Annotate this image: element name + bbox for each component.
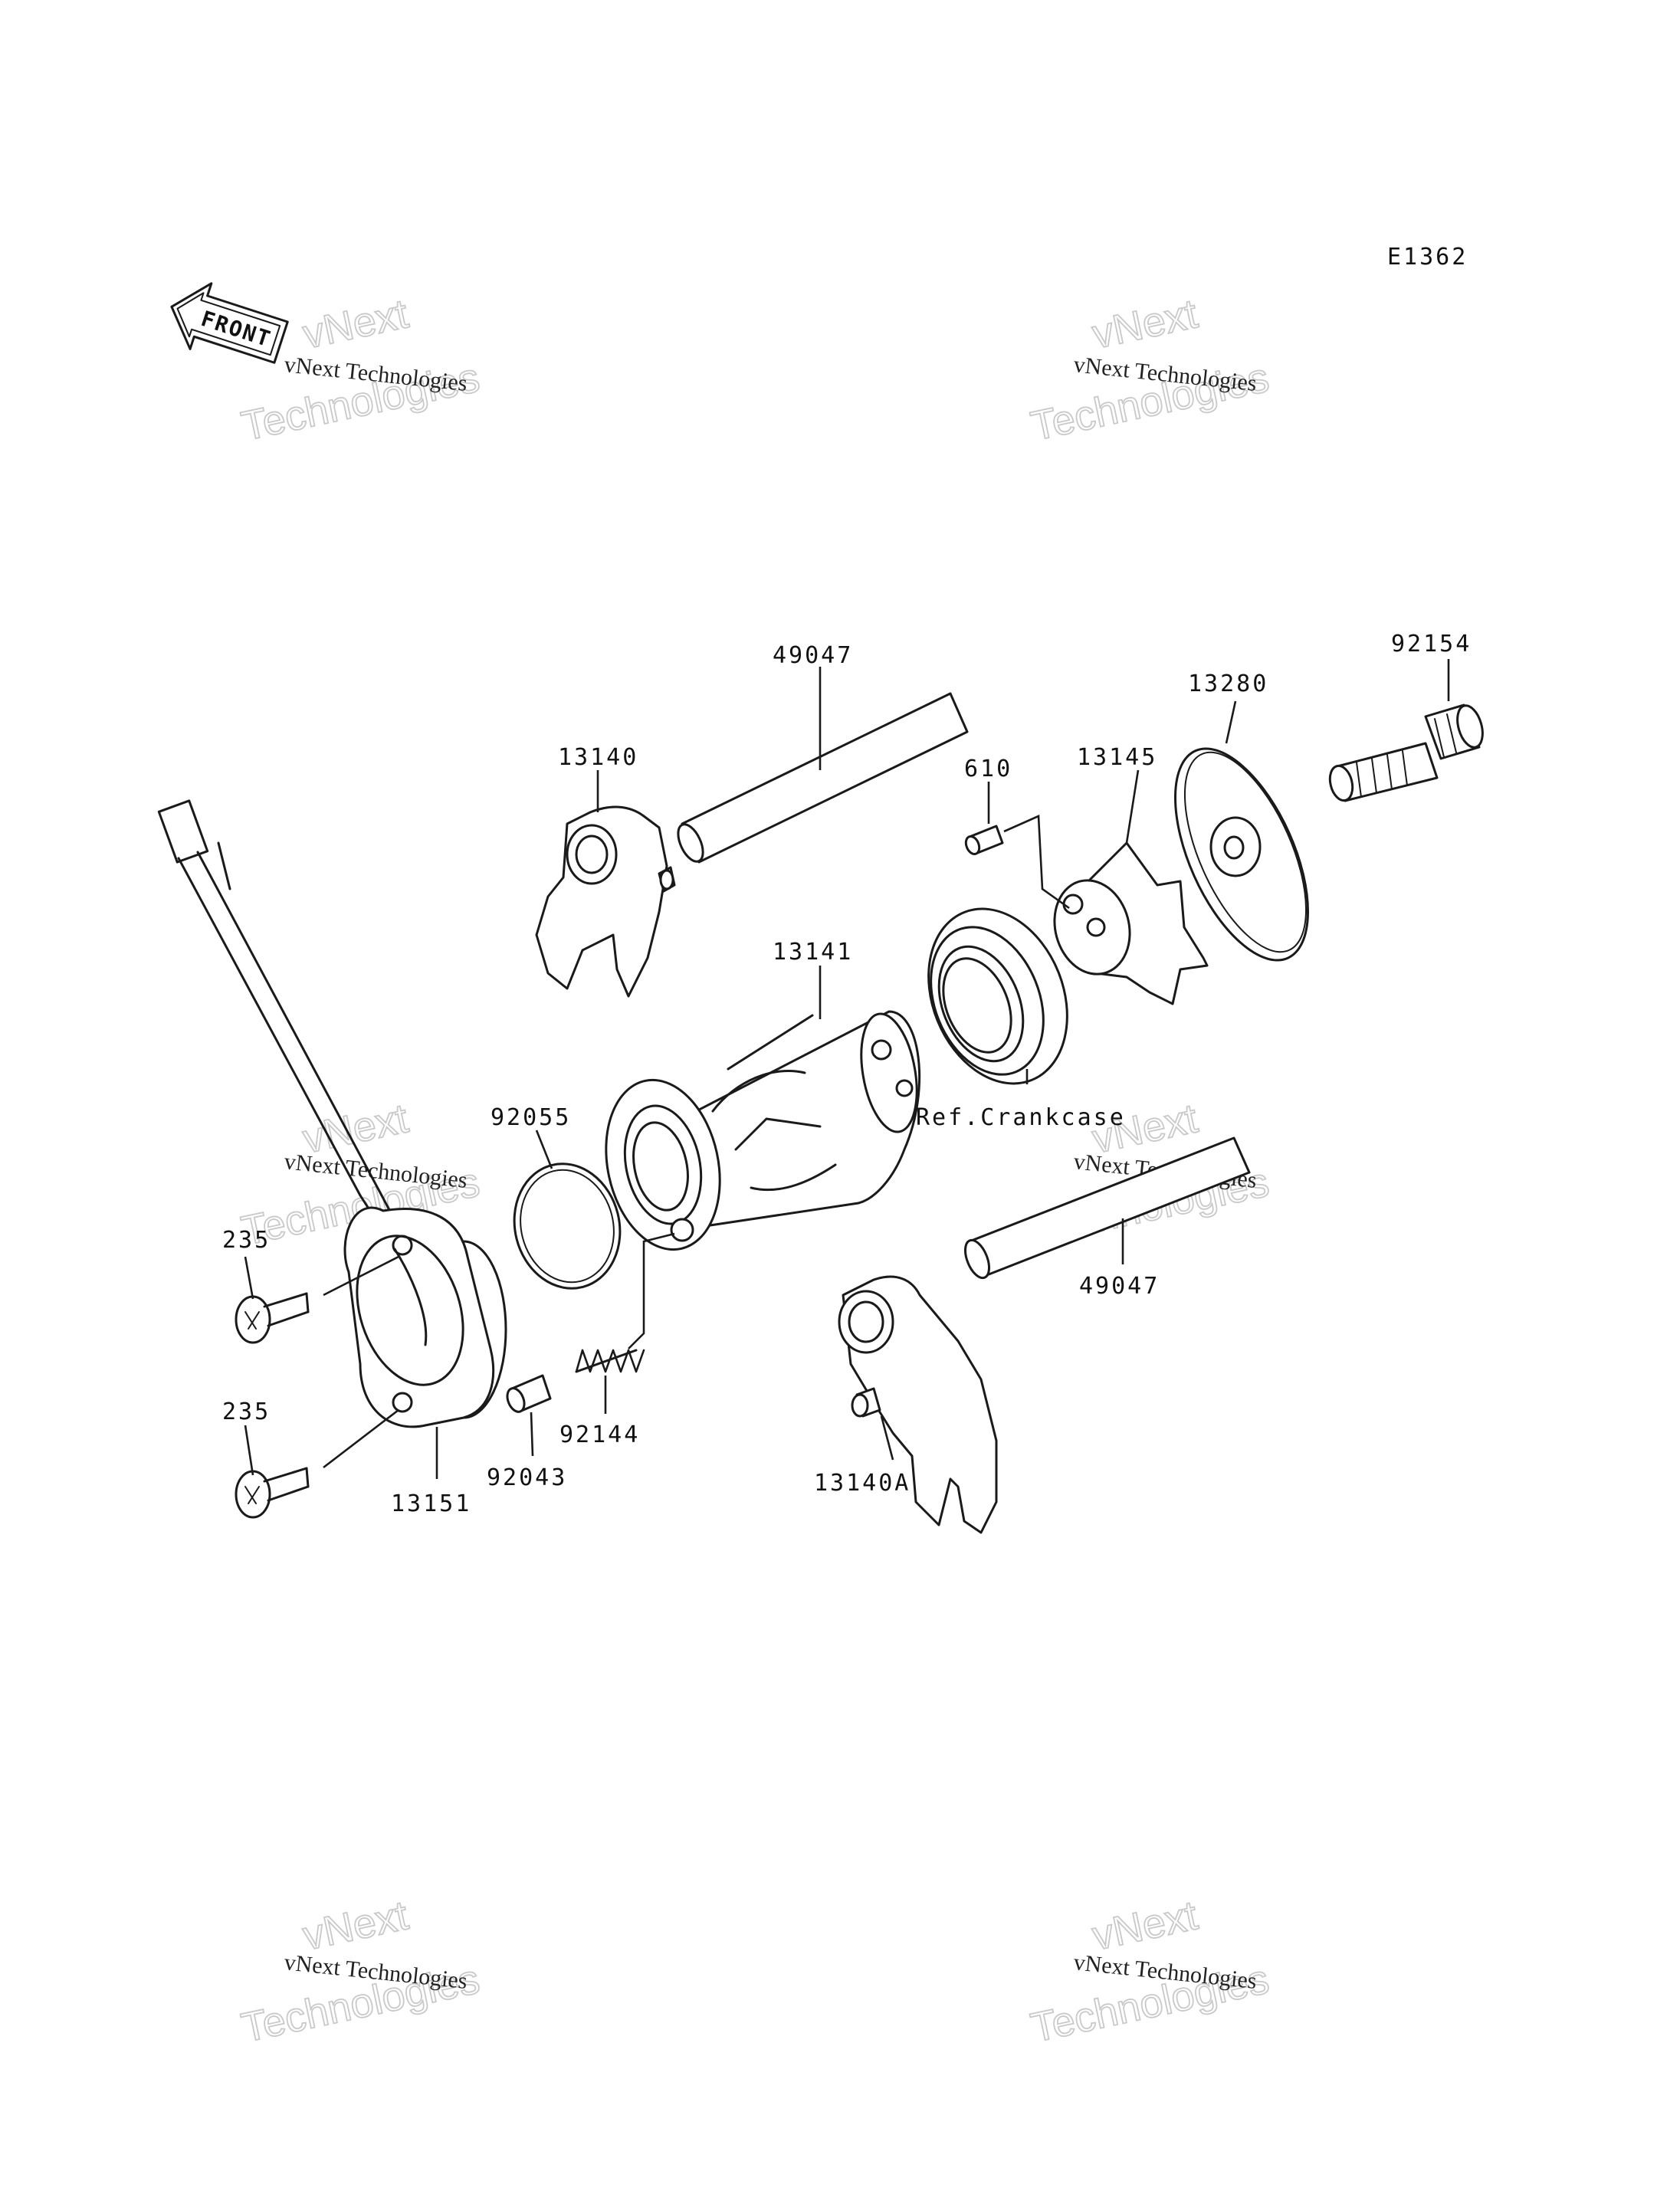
label-92043: 92043 bbox=[487, 1464, 567, 1491]
bearing bbox=[927, 907, 1068, 1085]
part-610-dowel bbox=[964, 825, 1004, 856]
part-13141-shift-drum bbox=[605, 1010, 921, 1251]
svg-text:vNext: vNext bbox=[299, 290, 412, 357]
label-235-bottom: 235 bbox=[222, 1399, 271, 1425]
sensor-harness bbox=[157, 799, 415, 1258]
part-13145-cam bbox=[1053, 841, 1209, 1005]
part-13140-shift-fork bbox=[535, 805, 676, 998]
part-13140A-shift-fork bbox=[838, 1275, 998, 1534]
part-13151-cover bbox=[343, 1206, 507, 1428]
part-92055-oring bbox=[513, 1162, 622, 1290]
label-13140: 13140 bbox=[558, 744, 638, 771]
label-ref-crankcase: Ref.Crankcase bbox=[916, 1104, 1126, 1131]
watermark-top-right: vNext Technologies vNext Technologies bbox=[1026, 290, 1274, 450]
part-235-bolt-top bbox=[235, 1292, 310, 1344]
diagram-code: E1362 bbox=[1387, 244, 1468, 271]
part-92144-spring bbox=[575, 1349, 645, 1373]
leader-lines bbox=[244, 659, 1450, 1479]
label-92144: 92144 bbox=[559, 1421, 640, 1448]
label-13141: 13141 bbox=[773, 939, 853, 966]
front-arrow-icon: FRONT bbox=[170, 282, 289, 364]
watermark-bottom-left: vNext Technologies vNext Technologies bbox=[237, 1891, 484, 2051]
svg-text:vNext: vNext bbox=[1088, 290, 1202, 357]
watermark-bottom-right: vNext Technologies vNext Technologies bbox=[1026, 1891, 1274, 2051]
label-235-top: 235 bbox=[222, 1227, 271, 1254]
part-labels: 49047 13140 610 13145 13280 92154 13141 … bbox=[222, 631, 1472, 1517]
part-49047-shaft-bottom bbox=[964, 1136, 1251, 1280]
label-13145: 13145 bbox=[1077, 744, 1157, 771]
label-13151: 13151 bbox=[391, 1490, 471, 1517]
label-13140A: 13140A bbox=[814, 1470, 911, 1497]
part-235-bolt-bottom bbox=[235, 1467, 310, 1519]
svg-text:vNext: vNext bbox=[1088, 1892, 1202, 1959]
label-13280: 13280 bbox=[1188, 671, 1268, 697]
watermark-top-left: vNext Technologies vNext Technologies bbox=[237, 290, 484, 450]
svg-text:vNext: vNext bbox=[299, 1892, 412, 1959]
part-92043-pin bbox=[506, 1374, 552, 1413]
part-92154-bolt bbox=[1328, 703, 1484, 802]
part-13280-plate bbox=[1173, 747, 1310, 962]
label-92154: 92154 bbox=[1391, 631, 1472, 657]
part-49047-shaft-top bbox=[677, 692, 969, 864]
label-49047-top: 49047 bbox=[773, 642, 853, 669]
label-610: 610 bbox=[964, 756, 1012, 782]
label-49047-bottom: 49047 bbox=[1079, 1273, 1160, 1300]
label-92055: 92055 bbox=[491, 1104, 571, 1131]
